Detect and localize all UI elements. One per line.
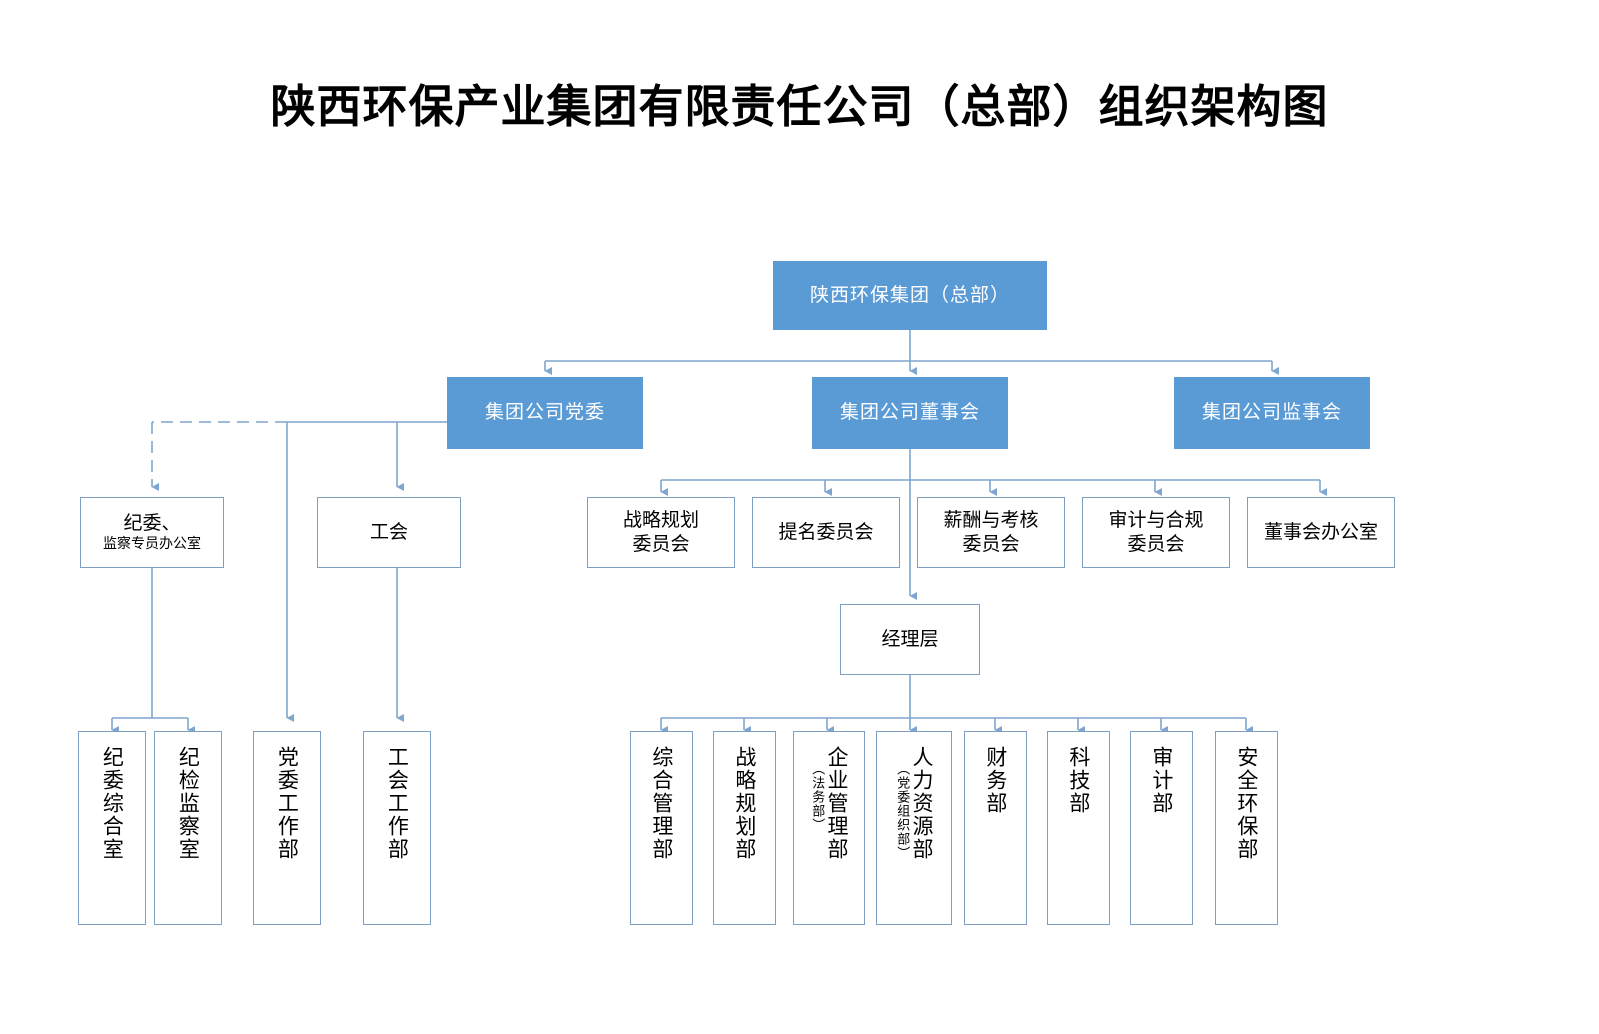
node-nomination-committee[interactable]: 提名委员会 (752, 497, 900, 568)
node-label: 薪酬与考核 委员会 (943, 508, 1039, 555)
vertical-text-wrap: 党委工作部 (275, 746, 300, 924)
node-board-of-supervisors[interactable]: 集团公司监事会 (1174, 377, 1370, 449)
node-strategy-planning-committee[interactable]: 战略规划 委员会 (587, 497, 735, 568)
node-group-headquarters[interactable]: 陕西环保集团（总部） (773, 261, 1047, 330)
node-label: 科技部 (1066, 746, 1091, 815)
vertical-text-wrap: 财务部 (983, 746, 1008, 924)
node-dept-audit[interactable]: 审计部 (1130, 731, 1193, 925)
node-label: 工会工作部 (385, 746, 410, 861)
node-label: 战略规划部 (732, 746, 757, 861)
node-management-layer[interactable]: 经理层 (840, 604, 980, 675)
node-dept-general-management[interactable]: 综合管理部 (630, 731, 693, 925)
node-label-line1: 纪委、 (123, 511, 181, 534)
node-dept-enterprise-management[interactable]: 企业管理部 （法务部） (793, 731, 865, 925)
node-dept-human-resources[interactable]: 人力资源部 （党委组织部） (876, 731, 952, 925)
vertical-text-wrap: 人力资源部 （党委组织部） (894, 746, 934, 924)
node-label-note: （法务部） (809, 762, 825, 832)
node-party-work-department[interactable]: 党委工作部 (253, 731, 321, 925)
node-remuneration-appraisal-committee[interactable]: 薪酬与考核 委员会 (917, 497, 1065, 568)
node-label: 董事会办公室 (1263, 520, 1378, 543)
node-label: 集团公司党委 (484, 401, 605, 424)
node-discipline-supervision-office[interactable]: 纪检监察室 (154, 731, 222, 925)
node-label: 党委工作部 (275, 746, 300, 861)
node-audit-compliance-committee[interactable]: 审计与合规 委员会 (1082, 497, 1230, 568)
node-dept-technology[interactable]: 科技部 (1047, 731, 1110, 925)
vertical-text-wrap: 工会工作部 (385, 746, 410, 924)
node-label: 财务部 (983, 746, 1008, 815)
vertical-text-wrap: 战略规划部 (732, 746, 757, 924)
vertical-text-wrap: 安全环保部 (1234, 746, 1259, 924)
node-label: 陕西环保集团（总部） (809, 283, 1010, 306)
node-label: 企业管理部 (825, 746, 850, 861)
node-label: 工会 (369, 520, 408, 543)
node-label: 经理层 (881, 627, 939, 650)
vertical-text-wrap: 纪委综合室 (100, 746, 125, 924)
node-board-office[interactable]: 董事会办公室 (1247, 497, 1395, 568)
page-title: 陕西环保产业集团有限责任公司（总部）组织架构图 (270, 80, 1329, 133)
node-label: 集团公司董事会 (839, 401, 980, 424)
node-dept-strategy-planning[interactable]: 战略规划部 (713, 731, 776, 925)
vertical-text-wrap: 综合管理部 (649, 746, 674, 924)
node-label: 纪检监察室 (176, 746, 201, 861)
node-dept-finance[interactable]: 财务部 (964, 731, 1027, 925)
node-labor-union[interactable]: 工会 (317, 497, 461, 568)
node-label-note: （党委组织部） (894, 762, 910, 860)
node-union-work-department[interactable]: 工会工作部 (363, 731, 431, 925)
node-label: 安全环保部 (1234, 746, 1259, 861)
vertical-text-wrap: 纪检监察室 (176, 746, 201, 924)
node-label: 战略规划 委员会 (622, 508, 699, 555)
node-label: 综合管理部 (649, 746, 674, 861)
vertical-text-wrap: 科技部 (1066, 746, 1091, 924)
node-discipline-general-office[interactable]: 纪委综合室 (78, 731, 146, 925)
node-label-line2: 监察专员办公室 (103, 536, 201, 553)
node-label: 集团公司监事会 (1201, 401, 1342, 424)
node-dept-safety-environment[interactable]: 安全环保部 (1215, 731, 1278, 925)
vertical-text-wrap: 企业管理部 （法务部） (809, 746, 849, 924)
node-party-committee[interactable]: 集团公司党委 (447, 377, 643, 449)
node-board-of-directors[interactable]: 集团公司董事会 (812, 377, 1008, 449)
node-label: 审计与合规 委员会 (1108, 508, 1204, 555)
vertical-text-wrap: 审计部 (1149, 746, 1174, 924)
node-label: 审计部 (1149, 746, 1174, 815)
node-label: 人力资源部 (910, 746, 935, 861)
node-label: 纪委综合室 (100, 746, 125, 861)
node-label: 提名委员会 (778, 520, 874, 543)
node-discipline-inspection-office[interactable]: 纪委、 监察专员办公室 (80, 497, 224, 568)
